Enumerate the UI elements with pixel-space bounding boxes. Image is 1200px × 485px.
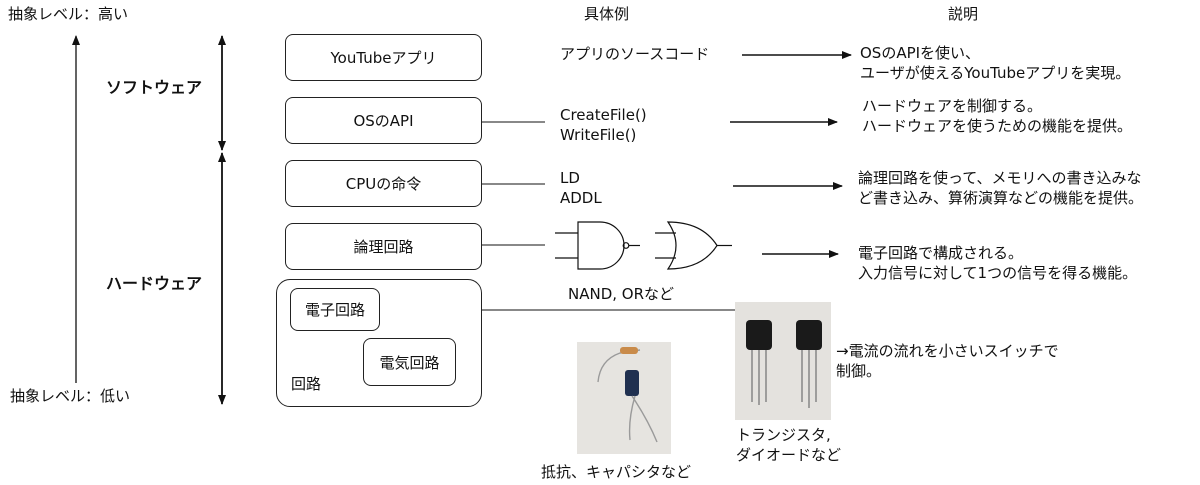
os-api-explanation: ハードウェアを制御する。 ハードウェアを使うための機能を提供。 [862,97,1133,135]
hardware-label: ハードウェア [106,274,203,293]
or-gate-icon [655,221,732,270]
transistor-caption: トランジスタ, ダイオードなど [736,426,842,464]
nand-gate-icon [555,221,640,270]
cpu-instructions-box: CPUの命令 [285,160,482,207]
abstraction-high-label: 抽象レベル：高い [8,5,129,23]
os-api-box: OSのAPI [285,97,482,144]
cpu-ops-example: LD ADDL [560,169,602,207]
electric-circuit-box: 電気回路 [363,338,456,386]
api-calls-example: CreateFile() WriteFile() [560,106,647,144]
gates-caption: NAND, ORなど [568,285,675,303]
logic-circuit-box: 論理回路 [285,223,482,270]
transistor-diode-photo [735,302,831,420]
examples-header: 具体例 [584,5,630,23]
youtube-explanation: OSのAPIを使い、 ユーザが使えるYouTubeアプリを実現。 [860,44,1131,82]
electronic-explanation: →電流の流れを小さいスイッチで 制御。 [836,342,1059,380]
source-code-example: アプリのソースコード [560,45,710,63]
software-label: ソフトウェア [106,78,203,97]
electronic-circuit-box: 電子回路 [290,288,380,331]
explanation-header: 説明 [948,5,979,23]
resistor-capacitor-photo [577,342,671,454]
abstraction-low-label: 抽象レベル：低い [10,387,131,405]
youtube-app-box: YouTubeアプリ [285,34,482,81]
circuit-label: 回路 [291,375,322,393]
logic-explanation: 電子回路で構成される。 入力信号に対して1つの信号を得る機能。 [858,244,1138,282]
cpu-explanation: 論理回路を使って、メモリへの書き込みな ど書き込み、算術演算などの機能を提供。 [858,169,1144,207]
resistor-caption: 抵抗、キャパシタなど [541,463,692,481]
